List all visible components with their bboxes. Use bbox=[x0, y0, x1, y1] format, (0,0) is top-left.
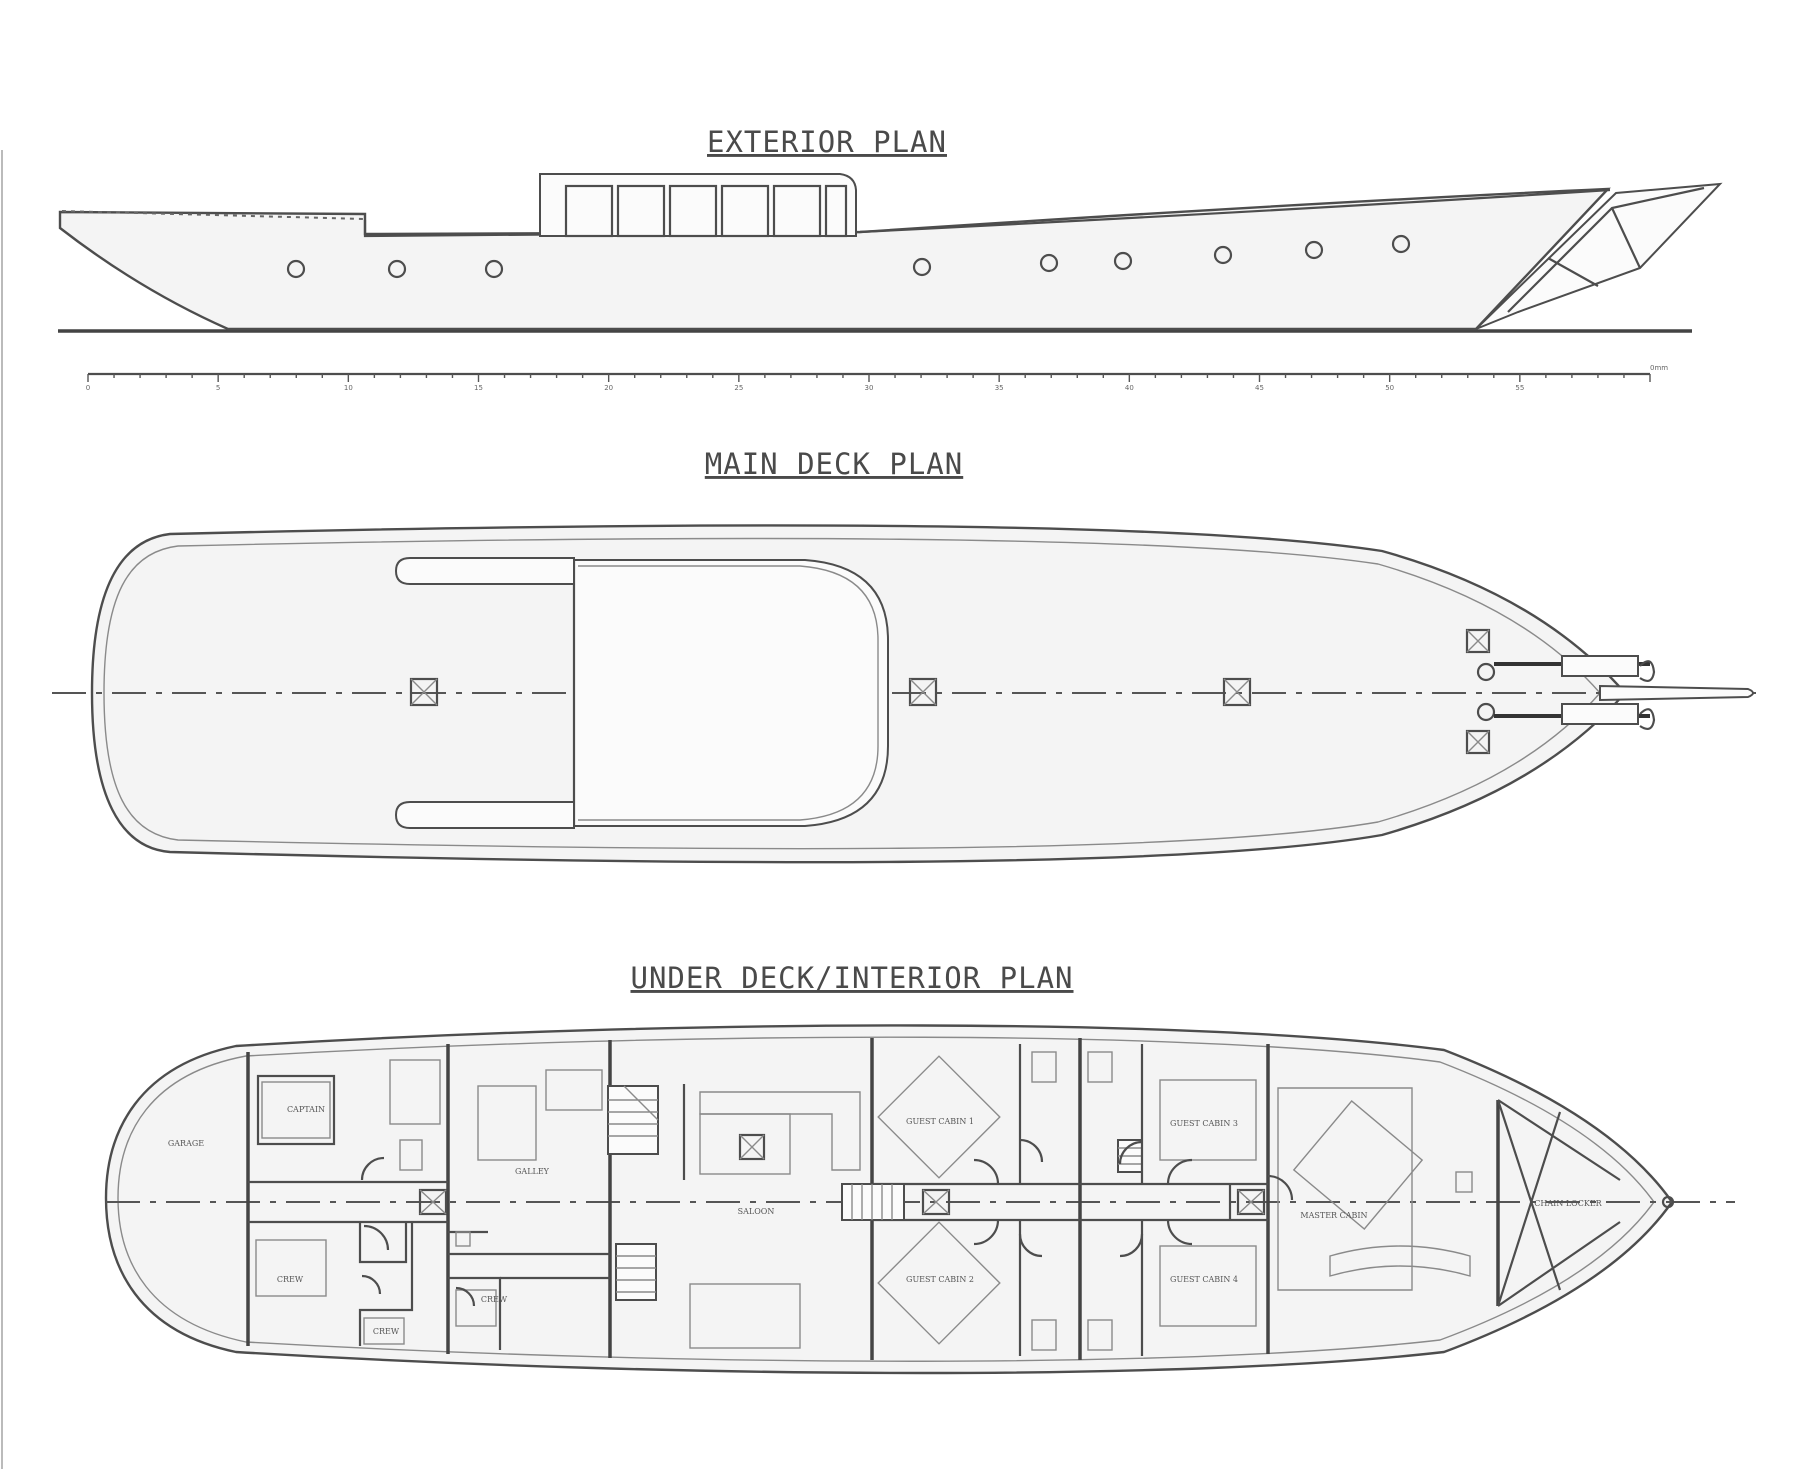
window bbox=[772, 184, 822, 238]
deckhouse-roof bbox=[573, 559, 889, 827]
label-galley: GALLEY bbox=[515, 1167, 550, 1176]
cockpit-bench-starboard bbox=[394, 801, 575, 829]
saloon-stairs bbox=[607, 1084, 686, 1301]
label-master-cabin: MASTER CABIN bbox=[1300, 1211, 1367, 1220]
label-chain-locker: CHAIN LOCKER bbox=[1534, 1199, 1602, 1208]
deck-hatches bbox=[409, 628, 1491, 755]
scale-tick-label: 30 bbox=[865, 384, 874, 392]
rail-dotted bbox=[61, 210, 366, 220]
under-deck-plan-title: UNDER DECK/INTERIOR PLAN bbox=[630, 961, 1073, 995]
scale-tick-label: 0 bbox=[86, 384, 90, 392]
hatch bbox=[1465, 628, 1491, 654]
deckhouse-windows bbox=[564, 184, 848, 238]
label-crew-1: CREW bbox=[277, 1275, 304, 1284]
window bbox=[616, 184, 666, 238]
porthole bbox=[1304, 240, 1324, 260]
label-captain: CAPTAIN bbox=[287, 1105, 325, 1114]
scale-tick-label: 20 bbox=[604, 384, 613, 392]
anchor-windlass bbox=[1476, 655, 1754, 730]
label-guest-cabin-1: GUEST CABIN 1 bbox=[906, 1117, 974, 1126]
master-cabin-plan bbox=[1228, 1087, 1473, 1291]
scale-tick-label: 55 bbox=[1515, 384, 1524, 392]
window bbox=[668, 184, 718, 238]
anchor-roller bbox=[1561, 655, 1639, 677]
porthole bbox=[1039, 253, 1059, 273]
galley bbox=[448, 1069, 603, 1247]
window bbox=[564, 184, 614, 238]
label-crew-2: CREW bbox=[373, 1327, 400, 1336]
scale-tick-label: 5 bbox=[216, 384, 220, 392]
bollard bbox=[1476, 702, 1496, 722]
interior-hull-inner bbox=[117, 1036, 1655, 1362]
bulwark-inner-line bbox=[103, 537, 1601, 850]
scale-bar: 0 5 10 15 20 25 30 35 40 45 50 55 0mm bbox=[86, 364, 1669, 392]
label-crew-3: CREW bbox=[481, 1295, 508, 1304]
room-labels: GARAGE CAPTAIN CREW CREW CREW GALLEY SAL… bbox=[168, 1105, 1603, 1336]
scale-unit-label: 0mm bbox=[1650, 364, 1668, 372]
hatch bbox=[1222, 677, 1252, 707]
bow-rigging bbox=[1507, 186, 1705, 313]
label-guest-cabin-4: GUEST CABIN 4 bbox=[1170, 1275, 1238, 1284]
corridor bbox=[248, 1180, 1268, 1224]
scale-tick-label: 15 bbox=[474, 384, 483, 392]
porthole bbox=[1391, 234, 1411, 254]
scale-tick-label: 45 bbox=[1255, 384, 1264, 392]
guest-cabins bbox=[877, 1044, 1257, 1356]
exterior-plan-title: EXTERIOR PLAN bbox=[707, 125, 947, 159]
scale-ticks bbox=[87, 374, 1651, 382]
main-deck-plan-title: MAIN DECK PLAN bbox=[705, 447, 963, 481]
hatch bbox=[908, 677, 938, 707]
interior-plan bbox=[104, 1024, 1735, 1375]
scale-labels: 0 5 10 15 20 25 30 35 40 45 50 55 bbox=[86, 384, 1525, 392]
scale-tick-label: 35 bbox=[995, 384, 1004, 392]
label-guest-cabin-2: GUEST CABIN 2 bbox=[906, 1275, 974, 1284]
hatch bbox=[409, 677, 439, 707]
exterior-profile bbox=[58, 173, 1723, 333]
label-garage: GARAGE bbox=[168, 1139, 204, 1148]
crew-cabins bbox=[255, 1222, 610, 1350]
portholes bbox=[286, 234, 1411, 279]
porthole bbox=[286, 259, 306, 279]
label-guest-cabin-3: GUEST CABIN 3 bbox=[1170, 1119, 1238, 1128]
bowsprit-plan bbox=[1599, 684, 1754, 702]
anchor-roller bbox=[1561, 703, 1639, 725]
main-deck-plan bbox=[52, 524, 1756, 864]
window bbox=[720, 184, 770, 238]
porthole bbox=[1213, 245, 1233, 265]
deckhouse bbox=[539, 173, 857, 237]
hull-side bbox=[58, 187, 1611, 331]
hatch bbox=[1465, 729, 1491, 755]
deckhouse-roof-rail bbox=[578, 565, 879, 821]
scale-tick-label: 50 bbox=[1385, 384, 1394, 392]
porthole bbox=[912, 257, 932, 277]
label-saloon: SALOON bbox=[738, 1207, 775, 1216]
porthole bbox=[484, 259, 504, 279]
chain-locker-plan bbox=[1496, 1099, 1675, 1307]
bowsprit bbox=[1475, 182, 1723, 330]
bollard bbox=[1476, 662, 1496, 682]
captain-cabin bbox=[256, 1059, 441, 1181]
saloon-furniture bbox=[689, 1091, 861, 1349]
porthole bbox=[387, 259, 407, 279]
anchor-icon bbox=[1639, 660, 1656, 730]
scale-tick-label: 10 bbox=[344, 384, 353, 392]
porthole bbox=[1113, 251, 1133, 271]
scale-tick-label: 25 bbox=[734, 384, 743, 392]
window bbox=[824, 184, 848, 238]
sheer-line bbox=[363, 188, 1611, 238]
cockpit-bench-port bbox=[394, 557, 575, 585]
scale-tick-label: 40 bbox=[1125, 384, 1134, 392]
